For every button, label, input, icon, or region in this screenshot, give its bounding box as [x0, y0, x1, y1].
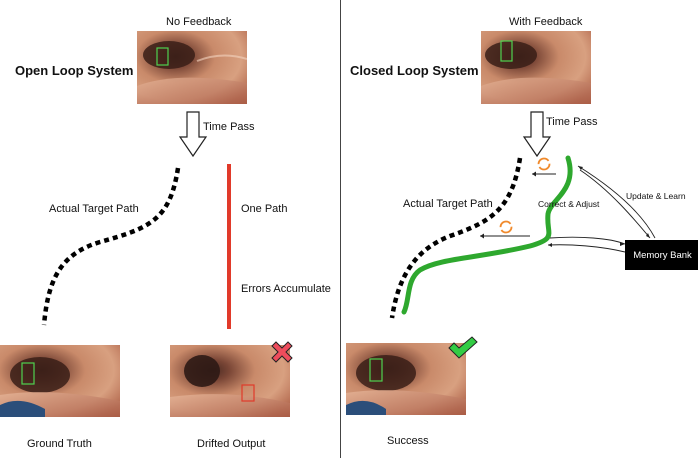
ground-truth-label: Ground Truth: [27, 438, 92, 450]
target-path-dotted: [41, 167, 181, 326]
drift-box: [241, 384, 255, 402]
target-box: [156, 47, 169, 66]
actual-target-path-label-right: Actual Target Path: [403, 198, 493, 210]
success-label: Success: [387, 435, 429, 447]
down-arrow-icon: [178, 111, 208, 158]
closed-loop-title: Closed Loop System: [350, 63, 479, 78]
update-learn-label: Update & Learn: [626, 191, 686, 201]
refresh-icon: [499, 220, 513, 234]
one-path-label: One Path: [241, 203, 288, 215]
endoscopy-frame-top-left: [137, 31, 247, 104]
time-pass-label-right: Time Pass: [546, 116, 598, 128]
target-path-dotted: [389, 157, 523, 319]
cross-icon: [271, 341, 293, 363]
open-loop-title: Open Loop System: [15, 63, 134, 78]
check-icon: [448, 336, 478, 359]
target-box: [21, 362, 35, 385]
memory-bank-box: Memory Bank: [625, 240, 698, 270]
panel-divider: [340, 0, 341, 458]
drifted-output-label: Drifted Output: [197, 438, 266, 450]
endoscopy-frame-top-right: [481, 31, 591, 104]
down-arrow-icon: [522, 111, 552, 158]
green-path: [401, 155, 573, 315]
error-line: [227, 164, 231, 329]
ground-truth-frame: [0, 345, 120, 417]
refresh-icon: [537, 157, 551, 171]
errors-accumulate-label: Errors Accumulate: [241, 283, 331, 295]
with-feedback-label: With Feedback: [509, 16, 583, 28]
actual-target-path-label: Actual Target Path: [49, 203, 139, 215]
no-feedback-label: No Feedback: [166, 16, 232, 28]
time-pass-label: Time Pass: [203, 121, 255, 133]
target-box: [500, 40, 513, 62]
correct-adjust-label: Correct & Adjust: [538, 199, 600, 209]
target-box: [369, 358, 383, 382]
closed-loop-diagram: [389, 155, 656, 319]
success-frame: [346, 343, 466, 415]
drifted-output-frame: [170, 345, 290, 417]
